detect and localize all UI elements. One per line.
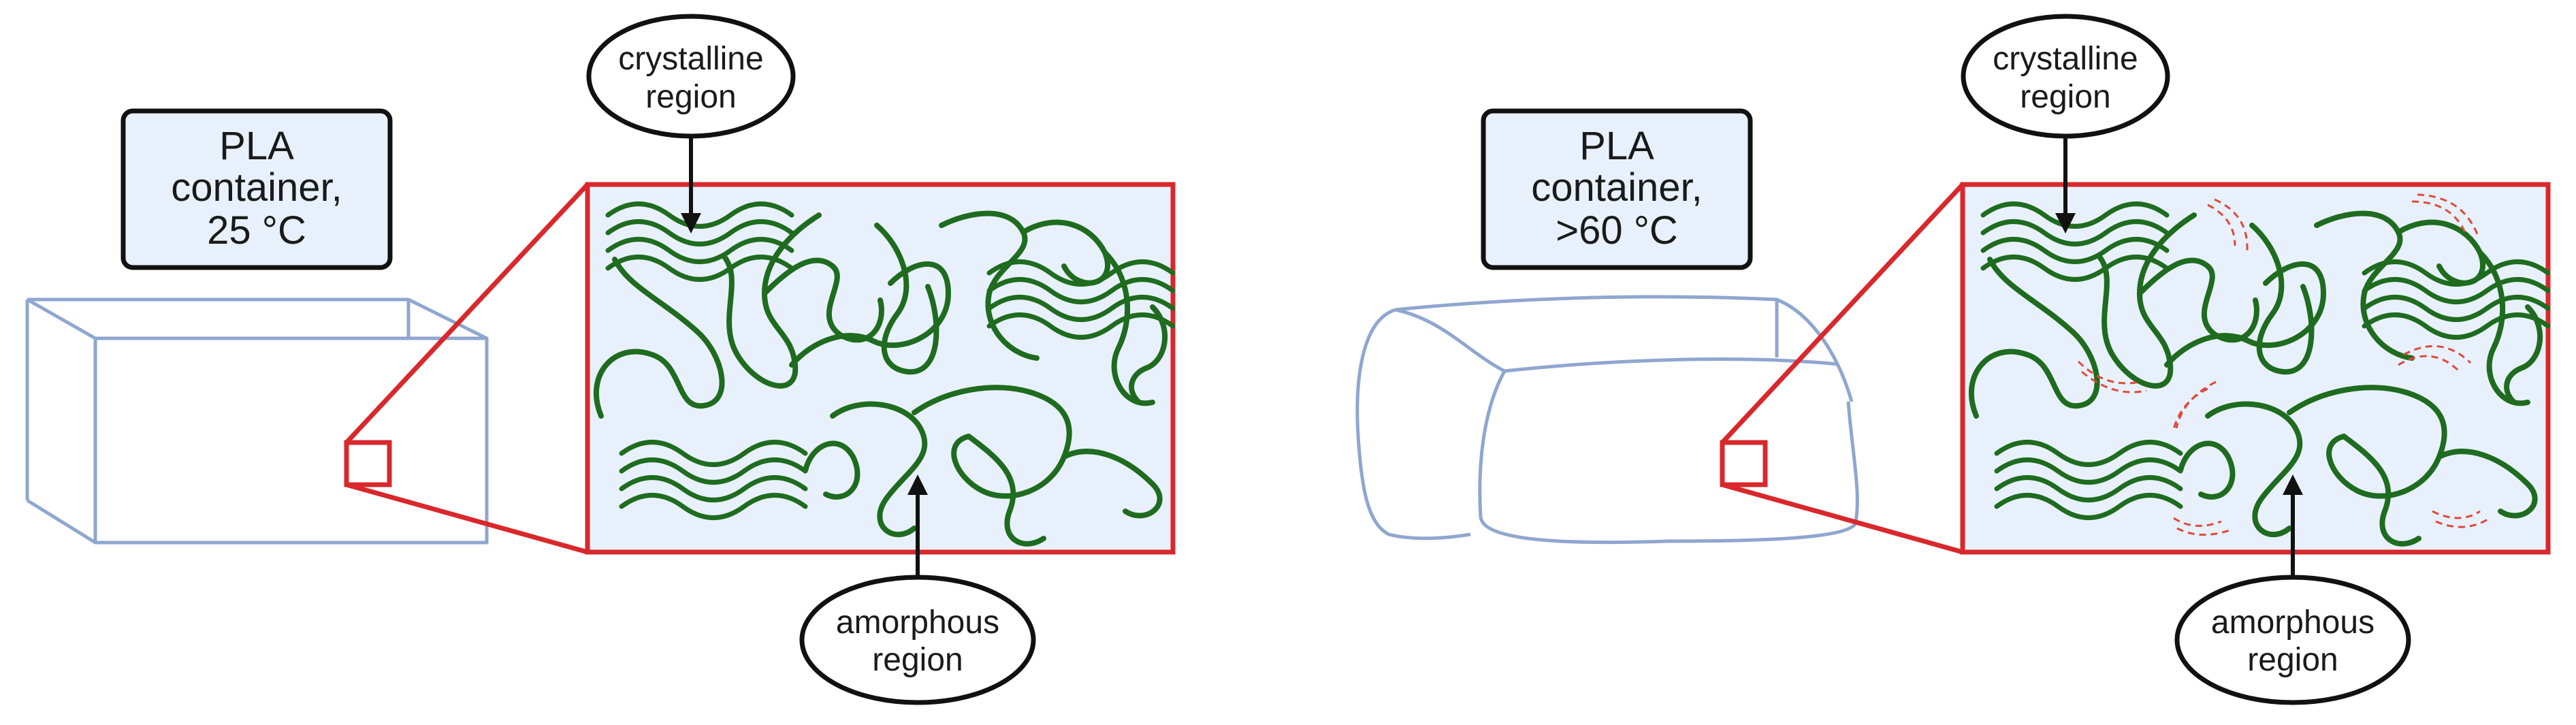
left-crystalline-label: crystalline region [586, 14, 796, 139]
right-amorphous-line-2: region [2247, 642, 2338, 678]
left-zoom-line-top [344, 182, 590, 445]
right-zoom-line-top [1720, 182, 1965, 445]
right-magnified-spot [1720, 440, 1768, 487]
right-crystalline-label: crystalline region [1961, 14, 2170, 139]
left-title-line-2: container, [171, 165, 342, 210]
right-title-line-2: container, [1531, 165, 1703, 210]
right-panel: PLA container, >60 °C [1355, 14, 2548, 705]
right-crystalline-line-1: crystalline [1993, 41, 2138, 77]
right-title-line-3: >60 °C [1556, 208, 1678, 253]
left-crystalline-line-2: region [645, 79, 736, 115]
left-zoom-window [585, 182, 1173, 555]
right-zoom-line-bottom [1722, 482, 1963, 555]
right-title-box: PLA container, >60 °C [1481, 108, 1753, 270]
left-title-box: PLA container, 25 °C [120, 108, 393, 270]
left-magnified-spot [344, 440, 392, 487]
right-amorphous-line-1: amorphous [2211, 605, 2374, 641]
left-zoom-line-bottom [346, 482, 588, 555]
left-crystalline-line-1: crystalline [618, 41, 763, 77]
left-title-line-3: 25 °C [207, 208, 306, 253]
right-zoom-window [1960, 182, 2548, 555]
right-crystalline-line-2: region [2020, 79, 2110, 115]
left-panel: PLA container, 25 °C crystalline [25, 14, 1173, 705]
left-amorphous-label: amorphous region [799, 575, 1036, 705]
right-amorphous-label: amorphous region [2174, 575, 2411, 705]
left-container-wireframe [25, 297, 489, 545]
left-amorphous-line-2: region [872, 642, 963, 678]
right-title-line-1: PLA [1579, 124, 1654, 168]
left-title-line-1: PLA [219, 124, 294, 168]
left-amorphous-line-1: amorphous [836, 605, 999, 641]
right-container-deformed [1355, 295, 1859, 545]
